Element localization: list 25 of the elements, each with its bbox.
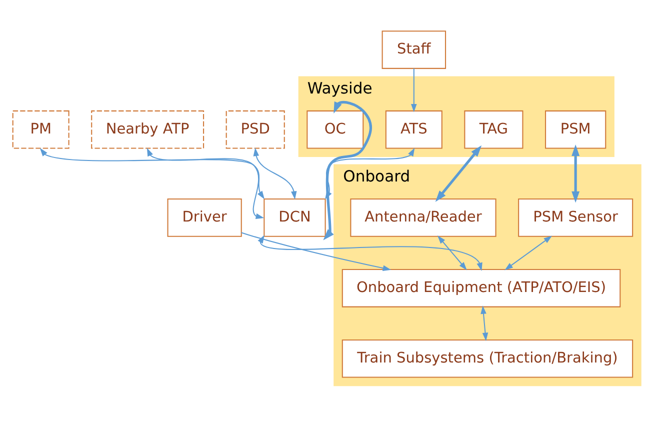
arrow xyxy=(504,235,552,270)
arrow xyxy=(480,305,488,341)
arrow xyxy=(253,147,297,200)
node-box: ATS xyxy=(385,110,442,148)
node-box: OC xyxy=(306,110,364,148)
arrow xyxy=(572,144,580,202)
arrow xyxy=(258,234,482,270)
node-box: PM xyxy=(12,110,70,148)
node-box: PSD xyxy=(226,110,285,148)
node-box: Onboard Equipment (ATP/ATO/EIS) xyxy=(342,268,621,307)
node-box: DCN xyxy=(264,198,326,236)
arrow xyxy=(40,148,265,199)
node-box: Driver xyxy=(167,198,242,236)
node-box: Staff xyxy=(382,30,446,68)
arrow xyxy=(146,147,264,219)
node-box: Antenna/Reader xyxy=(350,198,496,236)
arrow xyxy=(411,68,417,112)
node-box: TAG xyxy=(464,110,524,148)
node-box: Nearby ATP xyxy=(91,110,204,148)
node-box: PSM xyxy=(545,110,606,148)
node-box: Train Subsystems (Traction/Braking) xyxy=(342,338,634,378)
node-box: PSM Sensor xyxy=(518,198,634,236)
arrow xyxy=(435,144,482,202)
arrow xyxy=(241,232,392,270)
arrow xyxy=(437,235,467,270)
